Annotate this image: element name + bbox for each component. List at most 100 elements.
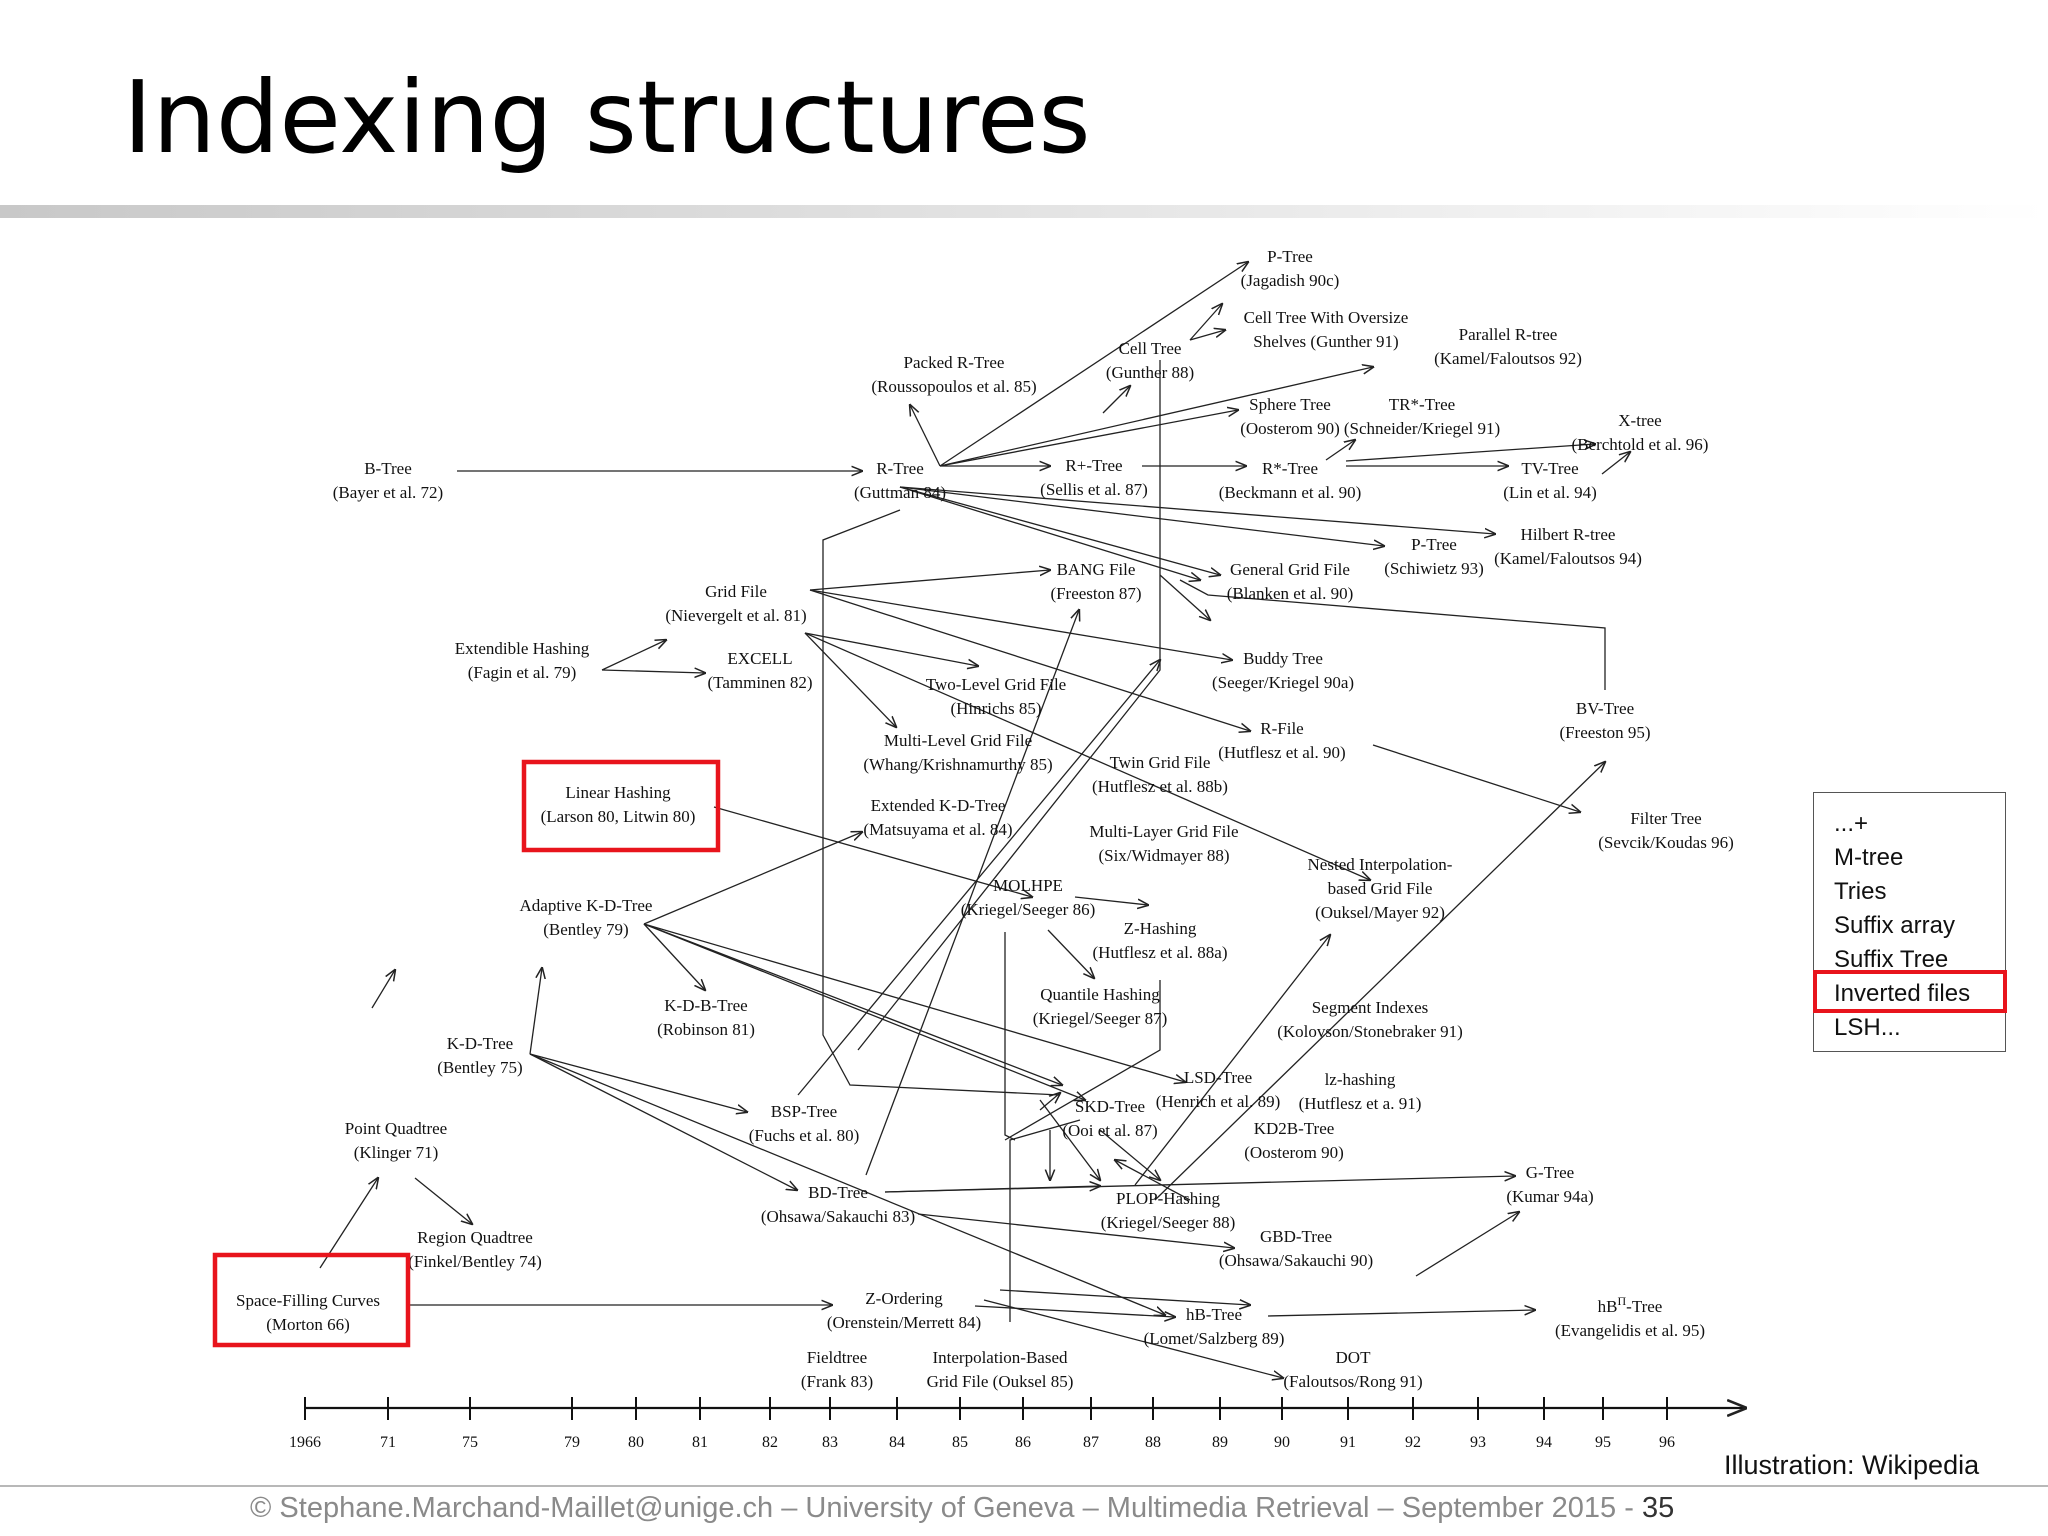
node-citation: (Lin et al. 94) — [1503, 483, 1596, 502]
node-name: R*-Tree — [1262, 459, 1318, 478]
node-bvtree: BV-Tree(Freeston 95) — [1559, 699, 1650, 742]
edge — [974, 1305, 1175, 1317]
node-gtree: G-Tree(Kumar 94a) — [1506, 1163, 1593, 1206]
edge — [1372, 744, 1580, 812]
node-name: BD-Tree — [808, 1183, 868, 1202]
node-btree: B-Tree (Bayer et al. 72) — [333, 459, 443, 502]
edge — [1267, 1310, 1535, 1317]
slide-title: Indexing structures — [123, 59, 1091, 176]
node-extendible: Extendible Hashing(Fagin et al. 79) — [455, 639, 590, 682]
node-bdtree: BD-Tree(Ohsawa/Sakauchi 83) — [761, 1183, 915, 1226]
edge — [857, 360, 1161, 1051]
node-citation: (Klinger 71) — [354, 1143, 439, 1162]
edge — [643, 923, 1062, 1085]
timeline-tick-label: 94 — [1536, 1434, 1552, 1451]
node-name: K-D-B-Tree — [664, 996, 747, 1015]
node-name: Cell Tree — [1119, 339, 1182, 358]
timeline-tick-label: 84 — [889, 1434, 905, 1451]
node-citation: (Bentley 79) — [543, 920, 628, 939]
node-name: Segment Indexes — [1312, 998, 1429, 1017]
node-name: hBΠ-Tree — [1598, 1294, 1663, 1316]
node-citation: (Ohsawa/Sakauchi 90) — [1219, 1251, 1373, 1270]
side-item: M-tree — [1834, 844, 1904, 871]
node-name: Region Quadtree — [417, 1228, 533, 1247]
edge — [1047, 929, 1094, 978]
node-name: MOLHPE — [993, 876, 1063, 895]
timeline-tick-label: 87 — [1083, 1434, 1099, 1451]
node-name: Filter Tree — [1630, 809, 1701, 828]
edge — [414, 1177, 472, 1224]
edge — [1179, 579, 1606, 690]
node-zorder: Z-Ordering(Orenstein/Merrett 84) — [827, 1289, 981, 1332]
node-molhpe: MOLHPE(Kriegel/Seeger 86) — [961, 876, 1096, 919]
edge — [939, 410, 1238, 467]
edge — [529, 1053, 797, 1190]
timeline-tick-label: 82 — [762, 1434, 778, 1451]
node-citation: (Bentley 75) — [437, 1058, 522, 1077]
node-kd2b: KD2B-Tree(Oosterom 90) — [1244, 1119, 1344, 1162]
edge — [899, 486, 1220, 575]
edge — [1325, 440, 1355, 461]
node-name: General Grid File — [1230, 560, 1350, 579]
timeline-tick-label: 90 — [1274, 1434, 1290, 1451]
node-citation: (Hutflesz et al. 90) — [1218, 743, 1345, 762]
node-citation: (Hutflesz et al. 88a) — [1093, 943, 1228, 962]
node-celltree: Cell Tree(Gunther 88) — [1106, 339, 1194, 382]
edge — [1004, 932, 1016, 1141]
node-hbtree: hB-Tree(Lomet/Salzberg 89) — [1144, 1305, 1285, 1348]
node-lsd: LSD-Tree(Henrich et al. 89) — [1156, 1068, 1281, 1111]
edge — [643, 923, 1085, 1100]
timeline-tick-label: 85 — [952, 1434, 968, 1451]
node-name: Twin Grid File — [1110, 753, 1211, 772]
node-citation: (Oosterom 90) — [1244, 1143, 1344, 1162]
node-dot: DOT(Faloutsos/Rong 91) — [1283, 1348, 1422, 1391]
node-bang: BANG File(Freeston 87) — [1050, 560, 1141, 603]
node-name: R-Tree — [876, 459, 924, 478]
edge — [899, 486, 1384, 546]
edge — [529, 968, 542, 1055]
edge — [643, 832, 862, 925]
node-rfile: R-File(Hutflesz et al. 90) — [1218, 719, 1345, 762]
edge — [884, 1176, 1515, 1193]
node-citation: Grid File (Ouksel 85) — [927, 1372, 1074, 1391]
node-multilevel: Multi-Level Grid File(Whang/Krishnamurth… — [863, 731, 1052, 774]
node-citation: (Hutflesz et al. 88b) — [1092, 777, 1228, 796]
node-citation: (Roussopoulos et al. 85) — [871, 377, 1036, 396]
node-ptree2: P-Tree(Schiwietz 93) — [1384, 535, 1484, 578]
node-name: B-Tree — [364, 459, 412, 478]
edge — [1134, 935, 1330, 1186]
edge — [939, 367, 1373, 467]
node-citation: (Bayer et al. 72) — [333, 483, 443, 502]
nodes: P-Tree(Jagadish 90c)Cell Tree With Overs… — [212, 247, 1734, 1391]
edge — [1345, 444, 1595, 462]
title-divider — [0, 205, 2048, 218]
edge — [1099, 1129, 1160, 1180]
node-hilbert: Hilbert R-tree(Kamel/Faloutsos 94) — [1494, 525, 1642, 568]
node-lzhash: lz-hashing(Hutflesz et a. 91) — [1299, 1070, 1422, 1113]
timeline-tick-label: 93 — [1470, 1434, 1486, 1451]
node-linear: Linear Hashing(Larson 80, Litwin 80) — [521, 759, 721, 853]
node-citation: (Larson 80, Litwin 80) — [541, 807, 696, 826]
node-name: Sphere Tree — [1249, 395, 1331, 414]
edge — [1154, 762, 1605, 1201]
edge — [822, 509, 1061, 1096]
node-name: K-D-Tree — [447, 1034, 513, 1053]
edge — [1415, 1212, 1519, 1277]
node-name: Buddy Tree — [1243, 649, 1323, 668]
node-citation: (Freeston 95) — [1559, 723, 1650, 742]
edge — [643, 923, 1185, 1082]
node-xtree: X-tree(Berchtold et al. 96) — [1572, 411, 1709, 454]
node-citation: (Whang/Krishnamurthy 85) — [863, 755, 1052, 774]
node-name: Parallel R-tree — [1459, 325, 1558, 344]
node-citation: (Jagadish 90c) — [1241, 271, 1340, 290]
node-citation: (Lomet/Salzberg 89) — [1144, 1329, 1285, 1348]
node-citation: (Hutflesz et a. 91) — [1299, 1094, 1422, 1113]
node-citation: (Sevcik/Koudas 96) — [1598, 833, 1734, 852]
node-citation: (Kriegel/Seeger 88) — [1101, 1213, 1236, 1232]
edge — [1189, 330, 1225, 341]
side-item: Suffix array — [1834, 912, 1955, 939]
side-item: Suffix Tree — [1834, 946, 1949, 973]
node-name: Interpolation-Based — [932, 1348, 1068, 1367]
node-citation: (Faloutsos/Rong 91) — [1283, 1372, 1422, 1391]
